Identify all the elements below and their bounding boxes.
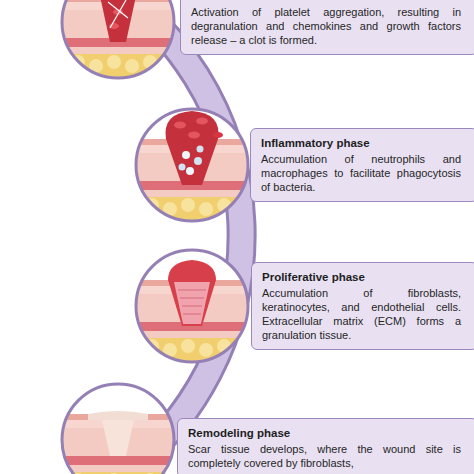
inflammatory-figure bbox=[132, 105, 252, 229]
phase-description: Accumulation of fibroblasts, keratinocyt… bbox=[262, 286, 461, 342]
hemostasis-figure bbox=[58, 0, 178, 86]
phase-description: Scar tissue develops, where the wound si… bbox=[188, 442, 461, 470]
proliferative-figure bbox=[132, 246, 252, 370]
phase-box: Activation of platelet aggregation, resu… bbox=[180, 0, 474, 55]
phase-box: Remodeling phaseScar tissue develops, wh… bbox=[177, 418, 474, 474]
phase-title: Proliferative phase bbox=[262, 270, 461, 285]
phase-title: Remodeling phase bbox=[188, 426, 461, 441]
phase-title: Inflammatory phase bbox=[261, 136, 461, 151]
remodeling-figure bbox=[58, 380, 178, 474]
phase-description: Activation of platelet aggregation, resu… bbox=[191, 5, 461, 47]
phase-description: Accumulation of neutrophils and macropha… bbox=[261, 152, 461, 194]
phase-box: Inflammatory phaseAccumulation of neutro… bbox=[250, 128, 474, 202]
phase-box: Proliferative phaseAccumulation of fibro… bbox=[251, 262, 474, 350]
